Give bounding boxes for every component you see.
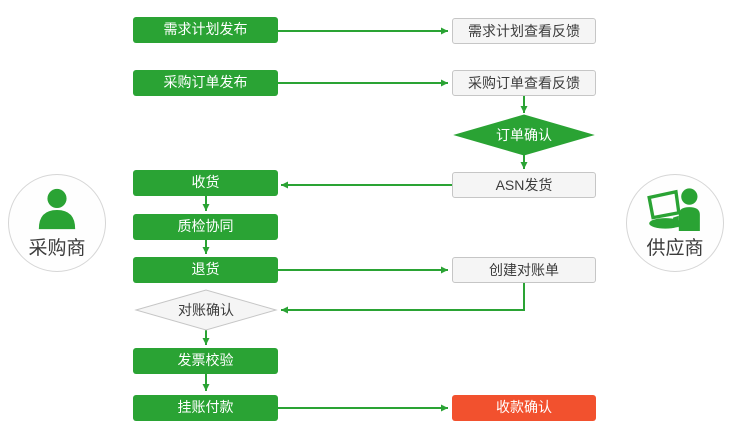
node-payment-on-account: 挂账付款 xyxy=(133,395,278,421)
node-reconcile-confirm-label: 对账确认 xyxy=(178,302,234,318)
person-icon xyxy=(38,188,76,229)
order-confirm-diamond xyxy=(453,114,595,156)
actor-supplier-label: 供应商 xyxy=(646,237,704,259)
node-return-goods: 退货 xyxy=(133,257,278,283)
node-po-feedback: 采购订单查看反馈 xyxy=(452,70,596,96)
node-order-confirm-label: 订单确认 xyxy=(496,127,552,143)
node-receive-goods: 收货 xyxy=(133,170,278,196)
node-invoice-verify: 发票校验 xyxy=(133,348,278,374)
actor-supplier: 供应商 xyxy=(626,174,724,272)
reconcile-confirm-diamond xyxy=(134,289,278,331)
node-receipt-confirm: 收款确认 xyxy=(452,395,596,421)
node-asn-ship: ASN发货 xyxy=(452,172,596,198)
node-demand-plan-publish: 需求计划发布 xyxy=(133,17,278,43)
arrow-statement-to-reconcile xyxy=(281,283,525,314)
person-laptop-icon xyxy=(647,187,700,231)
actor-buyer-label: 采购商 xyxy=(28,237,86,259)
actor-buyer: 采购商 xyxy=(8,174,106,272)
node-quality-collab: 质检协同 xyxy=(133,214,278,240)
node-po-publish: 采购订单发布 xyxy=(133,70,278,96)
node-create-statement: 创建对账单 xyxy=(452,257,596,283)
node-demand-plan-feedback: 需求计划查看反馈 xyxy=(452,18,596,44)
